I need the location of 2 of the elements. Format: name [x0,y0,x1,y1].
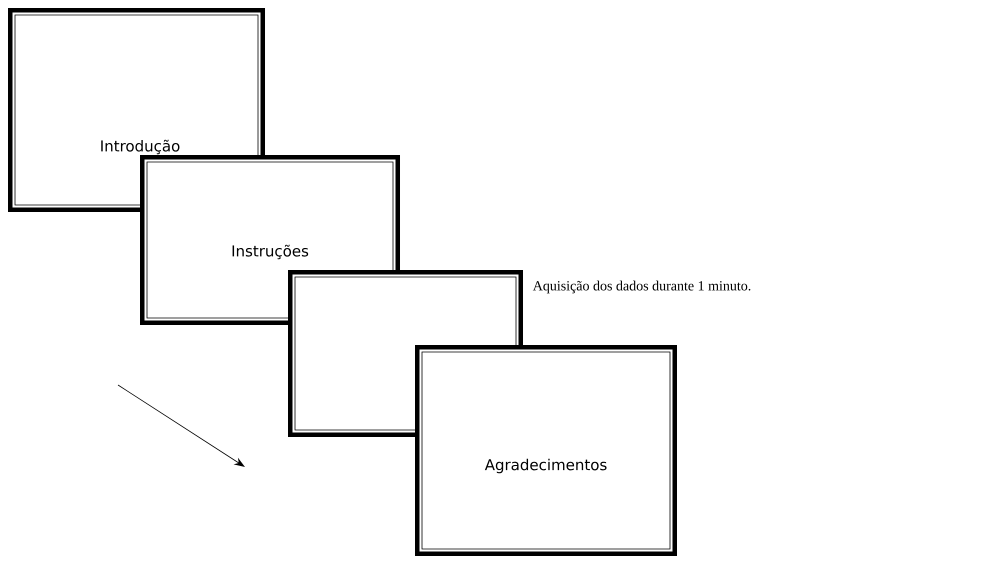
slide-box: Agradecimentos [415,344,677,556]
slide-caption: Aquisição dos dados durante 1 minuto. [532,280,750,294]
